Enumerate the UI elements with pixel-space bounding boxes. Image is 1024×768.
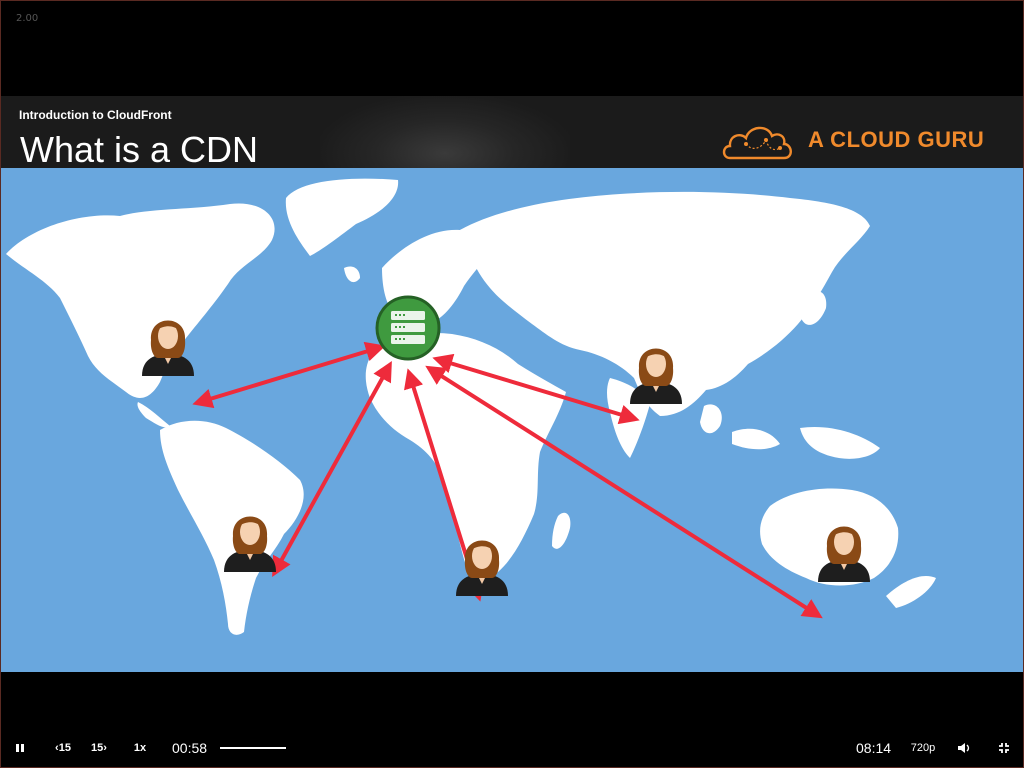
volume-button[interactable] (954, 728, 974, 768)
forward-15-icon: › (103, 742, 107, 754)
rewind-label: 15 (58, 742, 71, 754)
cdn-arrows (192, 341, 823, 619)
pause-button[interactable] (10, 728, 30, 768)
brand-logo: A CLOUD GURU (722, 118, 1002, 162)
video-viewport[interactable]: Introduction to CloudFront What is a CDN… (0, 96, 1024, 672)
rewind-15-button[interactable]: ‹15 (50, 728, 76, 768)
cloud-logo-icon (722, 126, 792, 160)
forward-label: 15 (91, 742, 104, 754)
volume-icon (958, 743, 970, 753)
remaining-time: 08:14 (856, 740, 892, 756)
world-map (0, 168, 1024, 672)
forward-15-button[interactable]: 15› (86, 728, 112, 768)
slide-title: What is a CDN (20, 129, 259, 170)
brand-name: A CLOUD GURU (808, 127, 985, 152)
server-icon (375, 295, 441, 361)
presenter-video (320, 96, 570, 168)
slide-subtitle: Introduction to CloudFront (19, 108, 172, 122)
playback-speed-button[interactable]: 1x (133, 742, 147, 754)
elapsed-time: 00:58 (172, 740, 208, 756)
rewind-15-icon: ‹ (55, 742, 59, 754)
pause-icon (16, 744, 24, 752)
world-map-graphic (6, 178, 936, 635)
quality-button[interactable]: 720p (910, 742, 936, 754)
progress-bar[interactable] (220, 747, 286, 749)
slide-header: Introduction to CloudFront What is a CDN… (0, 96, 1024, 170)
speed-tag: 2.00 (16, 13, 39, 24)
exit-fullscreen-icon (999, 743, 1009, 753)
exit-fullscreen-button[interactable] (994, 728, 1014, 768)
player-controls: ‹15 15› 1x 00:58 08:14 720p (0, 728, 1024, 768)
